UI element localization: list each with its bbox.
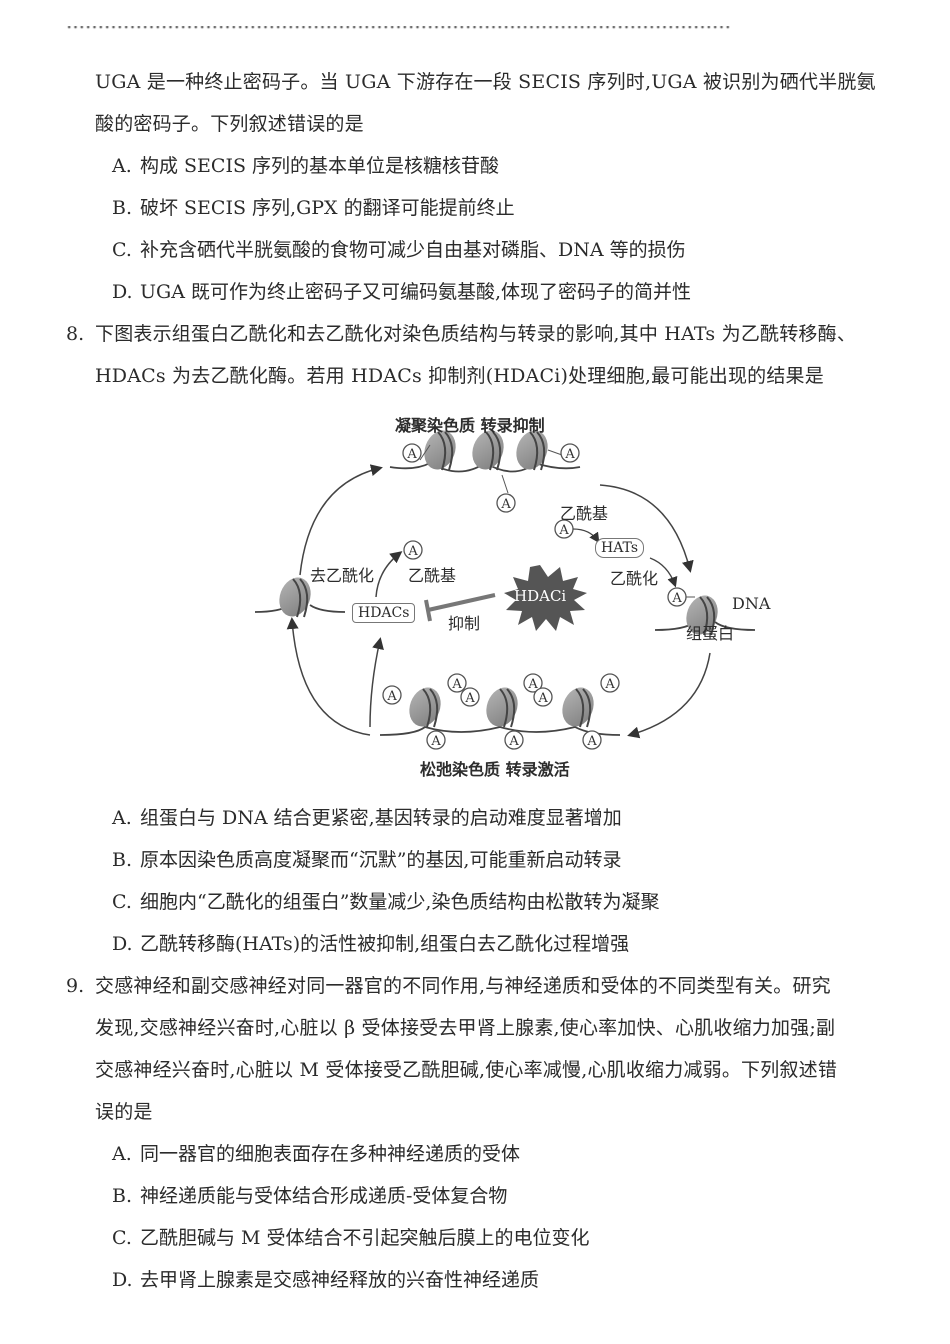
- q9-stem-line-3: 交感神经兴奋时,心脏以 M 受体接受乙酰胆碱,使心率减慢,心肌收缩力减弱。下列叙…: [95, 1059, 838, 1081]
- q8-stem-line-2: HDACs 为去乙酰化酶。若用 HDACs 抑制剂(HDACi)处理细胞,最可能…: [95, 365, 824, 387]
- q7-stem-line-2: 酸的密码子。下列叙述错误的是: [95, 113, 364, 135]
- q8-stem-line-1: 下图表示组蛋白乙酰化和去乙酰化对染色质结构与转录的影响,其中 HATs 为乙酰转…: [95, 323, 857, 345]
- q9-stem-line-4: 误的是: [95, 1101, 153, 1123]
- option-text: 构成 SECIS 序列的基本单位是核糖核苷酸: [140, 155, 500, 177]
- option-letter: C.: [112, 891, 132, 913]
- q7-option-a: A. 构成 SECIS 序列的基本单位是核糖核苷酸: [112, 154, 499, 178]
- q8-option-d: D. 乙酰转移酶(HATs)的活性被抑制,组蛋白去乙酰化过程增强: [112, 932, 629, 956]
- dna-label: DNA: [732, 594, 771, 613]
- relaxed-chromatin: [379, 673, 621, 750]
- q9-option-d: D. 去甲肾上腺素是交感神经释放的兴奋性神经递质: [112, 1268, 539, 1292]
- inhibition-line: [427, 593, 496, 612]
- option-text: 神经递质能与受体结合形成递质-受体复合物: [140, 1185, 508, 1207]
- acetylated-nucleosome: [654, 587, 756, 640]
- option-letter: B.: [112, 197, 133, 219]
- option-text: UGA 既可作为终止密码子又可编码氨基酸,体现了密码子的简并性: [140, 281, 691, 303]
- acetyl-group-label-right: 乙酰基: [560, 504, 609, 523]
- option-text: 乙酰胆碱与 M 受体结合不引起突触后膜上的电位变化: [140, 1227, 590, 1249]
- condensed-chromatin-label: 凝聚染色质 转录抑制: [395, 416, 545, 435]
- acetylation-label: 乙酰化: [610, 569, 659, 588]
- option-letter: B.: [112, 849, 133, 871]
- option-text: 原本因染色质高度凝聚而“沉默”的基因,可能重新启动转录: [140, 849, 622, 871]
- q8-option-a: A. 组蛋白与 DNA 结合更紧密,基因转录的启动难度显著增加: [112, 806, 622, 830]
- hdaci-label: HDACi: [514, 587, 567, 605]
- deacetylation-label: 去乙酰化: [310, 566, 375, 585]
- option-text: 破坏 SECIS 序列,GPX 的翻译可能提前终止: [140, 197, 515, 219]
- q9-stem-line-2: 发现,交感神经兴奋时,心脏以 β 受体接受去甲肾上腺素,使心率加快、心肌收缩力加…: [95, 1017, 836, 1039]
- hats-label: HATs: [595, 538, 645, 558]
- relaxed-chromatin-label: 松弛染色质 转录激活: [420, 760, 570, 779]
- option-letter: D.: [112, 933, 133, 955]
- option-letter: D.: [112, 1269, 133, 1291]
- acetyl-group-label-left: 乙酰基: [408, 566, 457, 585]
- q9-option-c: C. 乙酰胆碱与 M 受体结合不引起突触后膜上的电位变化: [112, 1226, 590, 1250]
- option-text: 补充含硒代半胱氨酸的食物可减少自由基对磷脂、DNA 等的损伤: [140, 239, 686, 261]
- q9-option-a: A. 同一器官的细胞表面存在多种神经递质的受体: [112, 1142, 520, 1166]
- hdaci-starburst-icon: [504, 565, 587, 631]
- option-text: 去甲肾上腺素是交感神经释放的兴奋性神经递质: [140, 1269, 540, 1291]
- option-letter: C.: [112, 239, 132, 261]
- arrow-to-condensed: [299, 464, 383, 576]
- q7-option-c: C. 补充含硒代半胱氨酸的食物可减少自由基对磷脂、DNA 等的损伤: [112, 238, 686, 262]
- option-letter: B.: [112, 1185, 133, 1207]
- option-letter: A.: [112, 1143, 132, 1165]
- option-letter: A.: [112, 155, 132, 177]
- hdacs-label: HDACs: [352, 603, 416, 623]
- q8-number: 8.: [66, 323, 85, 345]
- q9-option-b: B. 神经递质能与受体结合形成递质-受体复合物: [112, 1184, 507, 1208]
- cut-off-text: ……………………………………………………………………………………………: [66, 26, 916, 34]
- q7-option-b: B. 破坏 SECIS 序列,GPX 的翻译可能提前终止: [112, 196, 515, 220]
- condensed-chromatin: [389, 425, 581, 513]
- histone-acetylation-diagram: A: [230, 405, 790, 790]
- option-letter: D.: [112, 281, 133, 303]
- deacetylated-nucleosome: [254, 572, 346, 622]
- arrow-to-relaxed: [627, 652, 711, 739]
- histone-label: 组蛋白: [686, 624, 735, 643]
- diagram-graphics: A: [254, 425, 756, 750]
- option-letter: A.: [112, 807, 132, 829]
- inhibit-label: 抑制: [448, 614, 481, 633]
- q8-option-b: B. 原本因染色质高度凝聚而“沉默”的基因,可能重新启动转录: [112, 848, 621, 872]
- q8-option-c: C. 细胞内“乙酰化的组蛋白”数量减少,染色质结构由松散转为凝聚: [112, 890, 659, 914]
- q7-option-d: D. UGA 既可作为终止密码子又可编码氨基酸,体现了密码子的简并性: [112, 280, 691, 304]
- arrow-to-acetylated: [599, 484, 694, 573]
- cut-off-text-line: ……………………………………………………………………………………………: [66, 26, 916, 36]
- arrow-to-hdacs: [369, 637, 384, 728]
- arrow-acetyl-release: [375, 551, 403, 598]
- option-text: 同一器官的细胞表面存在多种神经递质的受体: [140, 1143, 521, 1165]
- option-text: 组蛋白与 DNA 结合更紧密,基因转录的启动难度显著增加: [140, 807, 622, 829]
- option-text: 细胞内“乙酰化的组蛋白”数量减少,染色质结构由松散转为凝聚: [140, 891, 660, 913]
- option-text: 乙酰转移酶(HATs)的活性被抑制,组蛋白去乙酰化过程增强: [140, 933, 630, 955]
- q7-stem-line-1: UGA 是一种终止密码子。当 UGA 下游存在一段 SECIS 序列时,UGA …: [95, 71, 876, 93]
- q9-stem-line-1: 交感神经和副交感神经对同一器官的不同作用,与神经递质和受体的不同类型有关。研究: [95, 975, 831, 997]
- q9-number: 9.: [66, 975, 85, 997]
- arrow-to-deacetylated: [286, 617, 371, 736]
- option-letter: C.: [112, 1227, 132, 1249]
